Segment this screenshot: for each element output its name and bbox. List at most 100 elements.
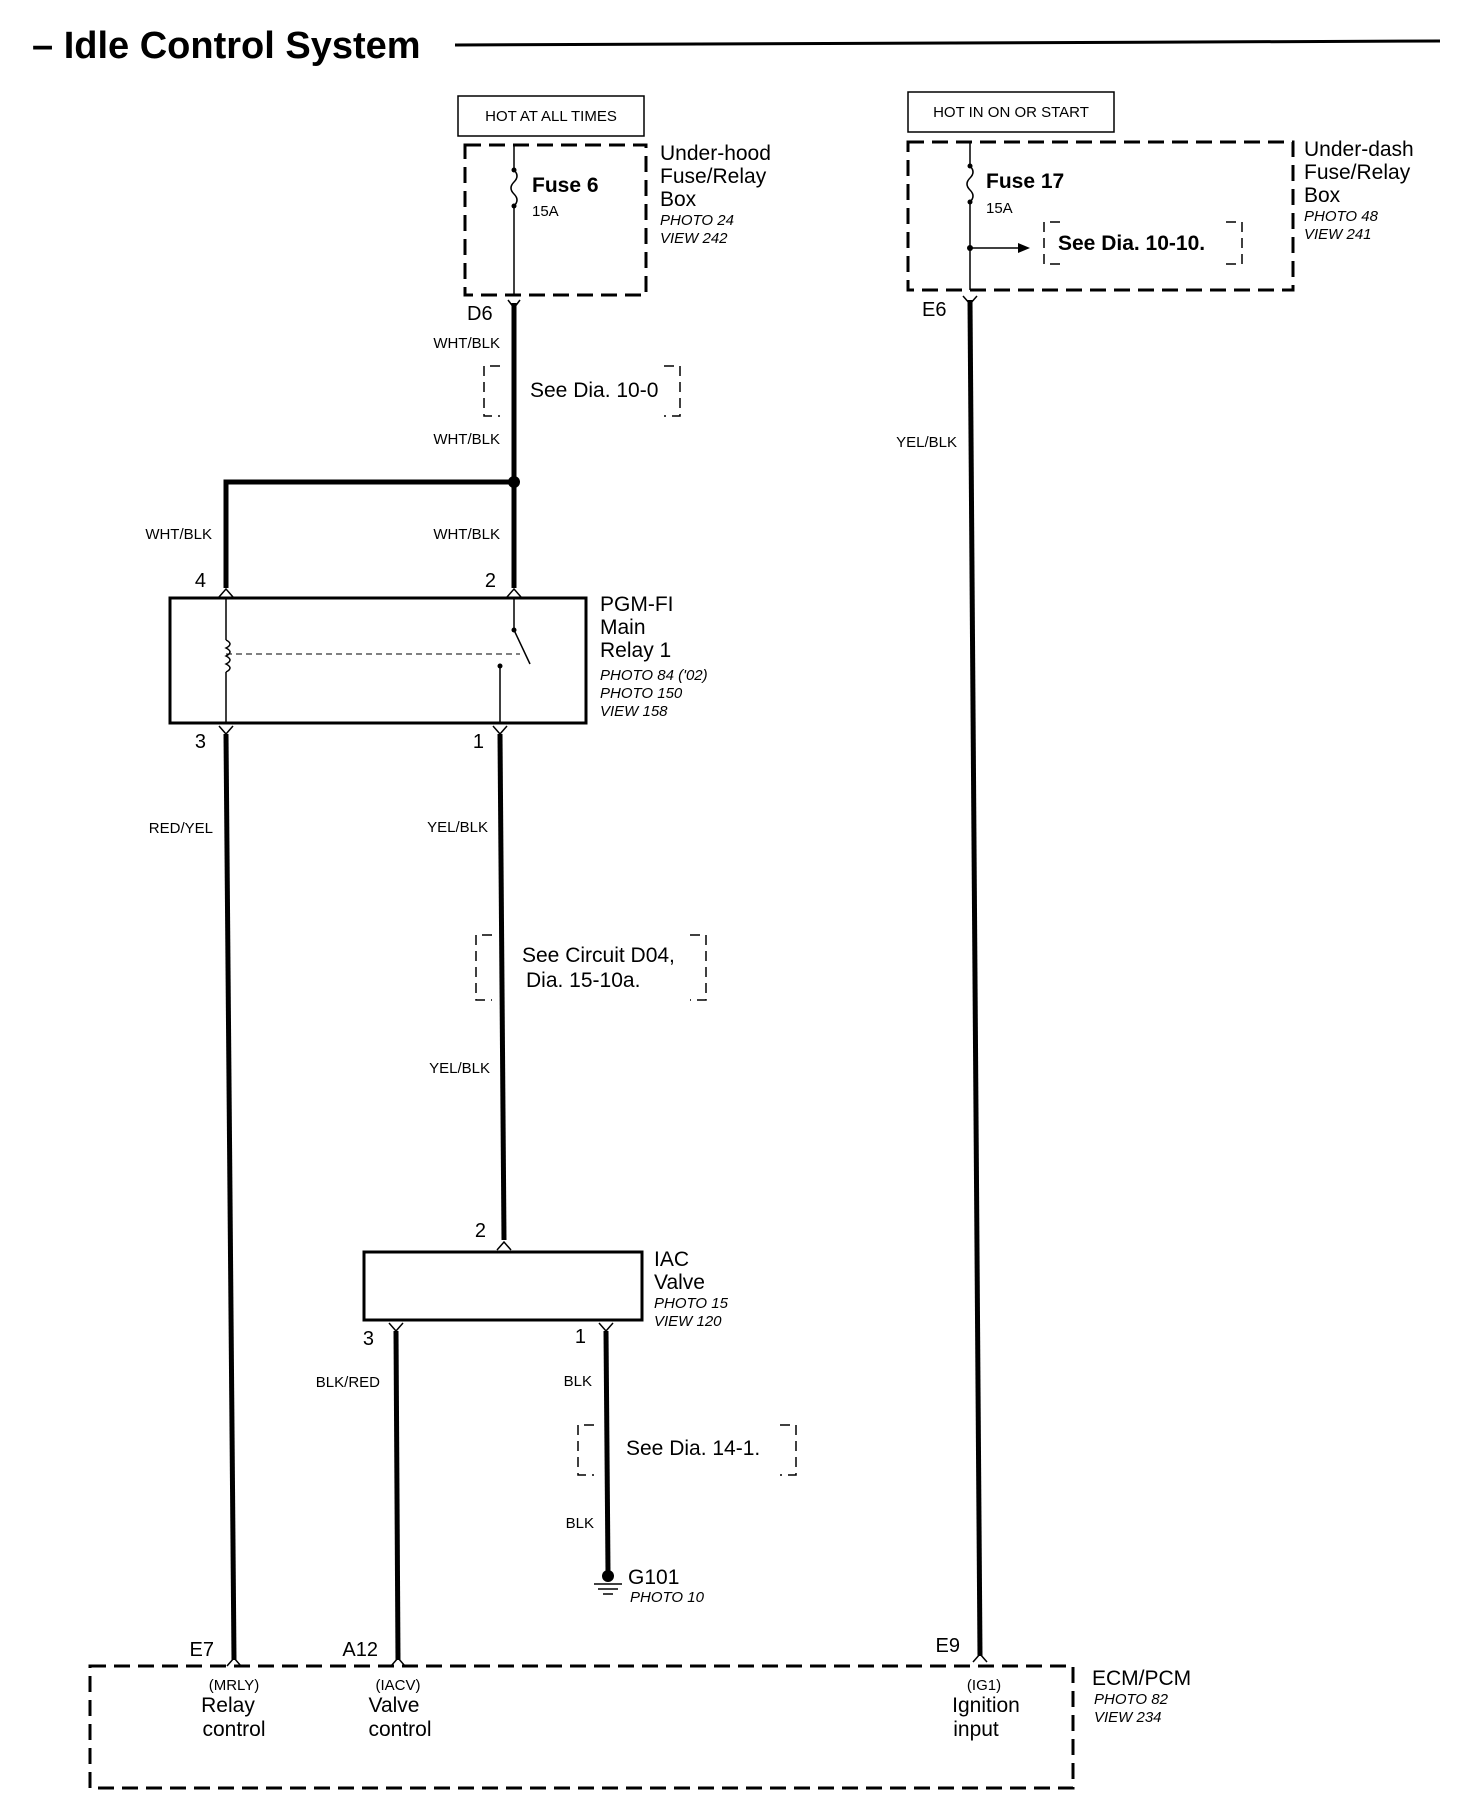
- underdash-box-ref-1: PHOTO 48: [1304, 208, 1379, 225]
- iac-valve-name-2: Valve: [654, 1271, 705, 1294]
- relay-switch-pivot: [511, 627, 517, 633]
- ecm-name: ECM/PCM: [1092, 1667, 1191, 1690]
- main-relay-name-1: PGM-FI: [600, 593, 674, 616]
- main-relay-ref-1: PHOTO 84 ('02): [600, 667, 708, 684]
- underhood-box-ref-2: VIEW 242: [660, 230, 728, 247]
- underhood-box-name-3: Box: [660, 188, 697, 211]
- ecm-relay-code: (MRLY): [209, 1677, 260, 1694]
- relay-pin-1-connector: [492, 725, 508, 736]
- ground-ref: PHOTO 10: [630, 1589, 705, 1606]
- diagram-title: – Idle Control System: [32, 25, 421, 67]
- wire-label-yel-blk-1: YEL/BLK: [427, 819, 488, 836]
- see-circuit-d04-1: See Circuit D04,: [522, 944, 675, 967]
- hot-at-all-times-label: HOT AT ALL TIMES: [485, 108, 617, 125]
- ecm-pin-e9: E9: [936, 1635, 960, 1657]
- iac-pin-2-connector: [496, 1240, 512, 1251]
- ecm-pin-e9-connector: [972, 1652, 988, 1663]
- iac-pin-3-connector: [388, 1322, 404, 1333]
- wire-blk-to-ground: [603, 1330, 611, 1573]
- see-dia-10-0-bracket-left: [483, 365, 500, 417]
- ecm-ignition-code: (IG1): [967, 1677, 1001, 1694]
- wire-yel-blk-ignition: [967, 299, 983, 1657]
- iac-valve-box: [362, 1250, 644, 1322]
- main-relay-box: [168, 596, 588, 725]
- iac-pin-3: 3: [363, 1328, 374, 1350]
- iac-pin-1-connector: [598, 1322, 614, 1333]
- underdash-box-name-1: Under-dash: [1304, 138, 1414, 161]
- ecm-pin-e7-connector: [226, 1656, 242, 1667]
- fuse6-node-bottom: [511, 203, 517, 209]
- relay-pin-3-connector: [218, 725, 234, 736]
- relay-pin-2-connector: [506, 587, 522, 598]
- terminal-e6: E6: [922, 299, 946, 321]
- wire-label-blk-1: BLK: [564, 1373, 592, 1390]
- ground-icon: [594, 1570, 622, 1595]
- ecm-ref-2: VIEW 234: [1094, 1709, 1162, 1726]
- fuse17-rating: 15A: [986, 200, 1013, 217]
- underdash-box-name-2: Fuse/Relay: [1304, 161, 1411, 184]
- ecm-valve-code: (IACV): [376, 1677, 421, 1694]
- ecm-ignition-line1: Ignition: [952, 1694, 1020, 1717]
- relay-pin-2: 2: [485, 570, 496, 592]
- ecm-relay-line1: Relay: [201, 1694, 255, 1717]
- hot-in-on-or-start-label: HOT IN ON OR START: [933, 104, 1089, 121]
- fuse6-node-top: [511, 167, 517, 173]
- see-dia-10-10: See Dia. 10-10.: [1058, 232, 1205, 255]
- see-dia-14-1-bracket-left: [577, 1424, 594, 1476]
- fuse17-node-top: [967, 163, 973, 169]
- hot-in-on-or-start-box: [907, 91, 1115, 133]
- wire-label-wht-blk-2: WHT/BLK: [433, 431, 500, 448]
- see-circuit-d04-bracket-left: [475, 934, 492, 1001]
- fuse6-symbol: [510, 169, 518, 207]
- relay-pin-4: 4: [195, 570, 206, 592]
- wire-label-blk-red: BLK/RED: [316, 1374, 380, 1391]
- wire-blk-red: [393, 1330, 401, 1661]
- fuse17-symbol: [966, 165, 974, 203]
- ecm-pcm-box: [88, 1664, 1075, 1790]
- relay-pin-1: 1: [473, 731, 484, 753]
- fuse17-node-bottom: [967, 199, 973, 205]
- underdash-box-name-3: Box: [1304, 184, 1341, 207]
- terminal-d6: D6: [467, 303, 493, 325]
- see-dia-10-0: See Dia. 10-0: [530, 379, 658, 402]
- see-dia-14-1: See Dia. 14-1.: [626, 1437, 760, 1460]
- iac-valve-ref-2: VIEW 120: [654, 1313, 722, 1330]
- ecm-pin-e7: E7: [190, 1639, 214, 1661]
- ecm-ref-1: PHOTO 82: [1094, 1691, 1169, 1708]
- wire-label-wht-blk-1: WHT/BLK: [433, 335, 500, 352]
- wire-label-blk-2: BLK: [566, 1515, 594, 1532]
- underhood-box-name-2: Fuse/Relay: [660, 165, 767, 188]
- see-circuit-d04-2: Dia. 15-10a.: [526, 969, 640, 992]
- see-circuit-d04-bracket-right: [690, 934, 707, 1001]
- relay-pin-3: 3: [195, 731, 206, 753]
- ecm-relay-line2: control: [202, 1718, 265, 1741]
- iac-valve-name-1: IAC: [654, 1248, 689, 1271]
- fuse17-branch-arrow-icon: [1018, 243, 1030, 253]
- wire-wht-blk-to-pin4: [223, 479, 514, 588]
- iac-pin-1: 1: [575, 1326, 586, 1348]
- relay-pin-4-connector: [218, 587, 234, 598]
- relay-switch-blade: [513, 629, 531, 665]
- wire-label-yel-blk-2: YEL/BLK: [429, 1060, 490, 1077]
- underhood-fuse-box: [463, 143, 648, 297]
- relay-coil-symbol: [224, 639, 231, 673]
- wire-label-red-yel: RED/YEL: [149, 820, 213, 837]
- title-rule: [454, 39, 1441, 47]
- wire-red-yel: [223, 733, 237, 1661]
- main-relay-ref-3: VIEW 158: [600, 703, 668, 720]
- fuse6-rating: 15A: [532, 203, 559, 220]
- fuse17-name: Fuse 17: [986, 170, 1064, 193]
- underdash-fuse-box: [906, 140, 1295, 292]
- underhood-box-ref-1: PHOTO 24: [660, 212, 734, 229]
- wire-yel-blk-to-iac: [497, 733, 507, 1241]
- underhood-box-name-1: Under-hood: [660, 142, 771, 165]
- iac-pin-2: 2: [475, 1220, 486, 1242]
- ecm-pin-a12: A12: [342, 1639, 378, 1661]
- hot-at-all-times-box: [457, 95, 645, 137]
- wire-label-yel-blk-3: YEL/BLK: [896, 434, 957, 451]
- ecm-pin-a12-connector: [390, 1656, 406, 1667]
- ground-name: G101: [628, 1566, 679, 1589]
- main-relay-name-2: Main: [600, 616, 646, 639]
- main-relay-name-3: Relay 1: [600, 639, 671, 662]
